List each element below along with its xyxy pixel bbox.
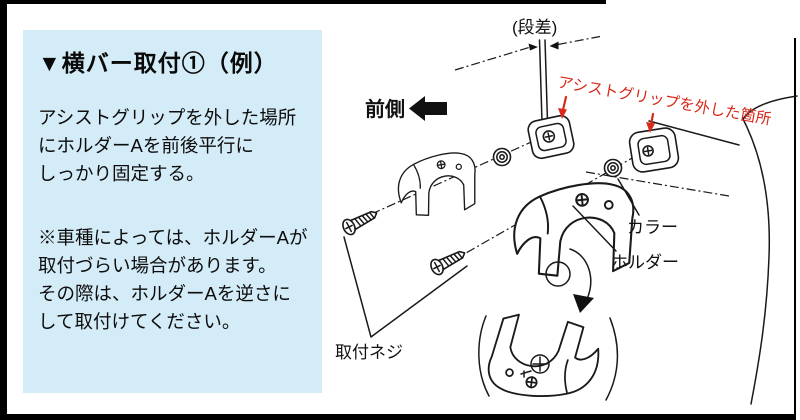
collar-label: カラー [627, 218, 678, 237]
mounting-screw-1 [339, 204, 382, 238]
screw-leader-lines [343, 236, 468, 338]
instruction-paragraph-1: アシストグリップを外した場所 にホルダーAを前後平行に しっかり固定する。 [38, 104, 312, 188]
page-title: ▼横バー取付①（例） [38, 50, 278, 76]
red-pointer-arrows [558, 95, 655, 133]
page-border-right [794, 38, 796, 420]
flip-rotation-arrow [545, 248, 594, 313]
page-border-top [0, 0, 606, 4]
mounting-screw-2 [427, 244, 470, 278]
instruction-paragraph-2: ※車種によっては、ホルダーAが 取付づらい場合があります。 その際は、ホルダーA… [38, 224, 312, 336]
collar-leader-line [617, 178, 640, 216]
step-label: (段差) [512, 18, 557, 37]
mount-plate-right [628, 127, 680, 173]
mount-plate-left [527, 114, 575, 160]
instruction-line: ※車種によっては、ホルダーAが [38, 227, 308, 248]
collar-left [492, 147, 512, 167]
assist-grip-location-label: アシストグリップを外した箇所 [556, 73, 772, 128]
mounting-screw-label: 取付ネジ [335, 343, 403, 362]
holder-label: ホルダー [611, 253, 679, 272]
front-direction-arrow-icon [409, 96, 447, 121]
instruction-line: アシストグリップを外した場所 [38, 107, 297, 128]
instruction-line: 取付づらい場合があります。 [38, 255, 277, 276]
front-side-label: 前側 [365, 97, 405, 121]
holder-flipped-detail [478, 310, 619, 405]
instruction-line: しっかり固定する。 [38, 163, 205, 184]
instruction-line: にホルダーAを前後平行に [38, 135, 254, 156]
page-border-bottom [0, 414, 794, 420]
step-measurement [454, 35, 601, 71]
instruction-panel: ▼横バー取付①（例） アシストグリップを外した場所 にホルダーAを前後平行に し… [23, 30, 322, 393]
instruction-line: その際は、ホルダーAを逆さに [38, 283, 291, 304]
collar-right [603, 158, 623, 178]
cross-bar [538, 39, 549, 123]
instruction-line: して取付けてください。 [38, 311, 241, 332]
page-border-left [0, 0, 7, 420]
holder-leader-line [572, 205, 617, 252]
